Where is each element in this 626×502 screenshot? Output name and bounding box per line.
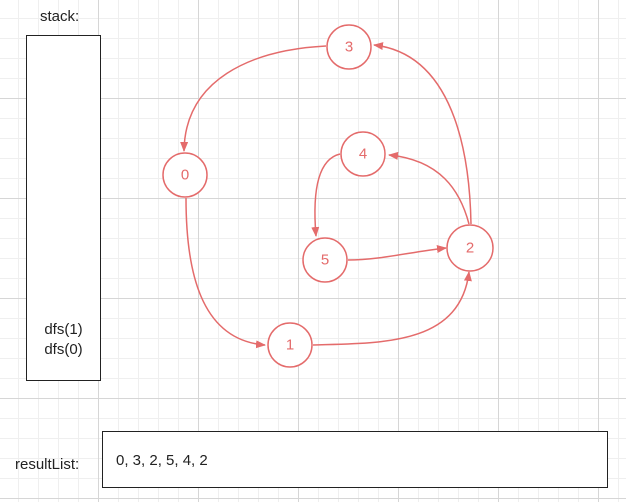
edge-0-to-1	[185, 197, 266, 349]
stack-item: dfs(1)	[44, 321, 83, 338]
graph-node-2: 2	[446, 224, 494, 272]
edge-5-to-2	[347, 245, 447, 261]
stack-label: stack:	[40, 8, 80, 25]
stack-items: dfs(1) dfs(0)	[27, 320, 100, 360]
graph-node-label: 0	[181, 167, 189, 184]
edge-2-to-3	[373, 42, 472, 225]
result-box: 0, 3, 2, 5, 4, 2	[102, 431, 608, 488]
graph-node-4: 4	[340, 131, 386, 177]
edge-3-to-0	[180, 45, 327, 152]
edge-1-to-2	[312, 271, 472, 346]
result-value: 0, 3, 2, 5, 4, 2	[116, 452, 208, 469]
graph-node-label: 4	[359, 146, 367, 163]
graph-node-label: 1	[286, 337, 294, 354]
graph-node-3: 3	[326, 24, 372, 70]
graph-node-1: 1	[267, 322, 313, 368]
edge-4-to-5	[311, 153, 341, 237]
result-label: resultList:	[15, 456, 80, 473]
stack-box: dfs(1) dfs(0)	[26, 35, 101, 381]
graph-node-label: 3	[345, 39, 353, 56]
stack-item: dfs(0)	[44, 341, 83, 358]
graph-node-label: 2	[466, 240, 474, 257]
graph-node-0: 0	[162, 152, 208, 198]
graph-node-5: 5	[302, 237, 348, 283]
graph-node-label: 5	[321, 252, 329, 269]
edge-2-to-4	[388, 151, 470, 225]
